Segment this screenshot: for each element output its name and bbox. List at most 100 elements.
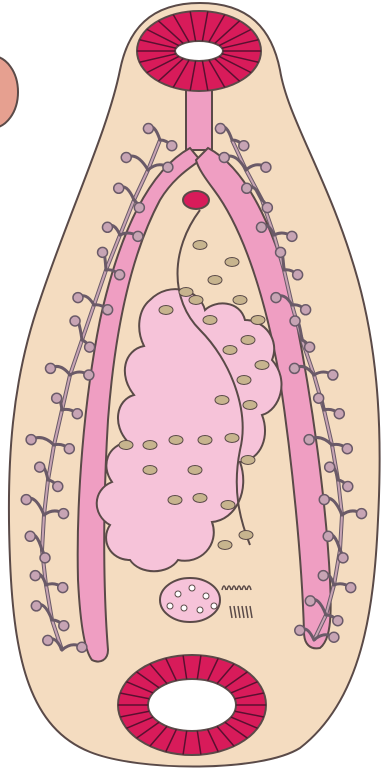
egg [225, 258, 239, 267]
vitelline-follicle [21, 495, 31, 505]
vitelline-follicle [85, 342, 95, 352]
egg [203, 316, 217, 325]
egg [168, 496, 182, 505]
testis-follicle [175, 591, 181, 597]
oral-sucker [137, 11, 261, 91]
egg [189, 296, 203, 305]
vitelline-follicle [163, 162, 173, 172]
vitelline-follicle [219, 152, 229, 162]
vitelline-follicle [52, 393, 62, 403]
vitelline-follicle [343, 481, 353, 491]
egg [143, 466, 157, 475]
vitelline-follicle [261, 162, 271, 172]
egg [143, 441, 157, 450]
egg [239, 531, 253, 540]
vitelline-follicle [318, 571, 328, 581]
egg [221, 501, 235, 510]
egg [241, 456, 255, 465]
egg [233, 296, 247, 305]
egg [215, 396, 229, 405]
vitelline-follicle [26, 435, 36, 445]
vitelline-follicle [121, 152, 131, 162]
vitelline-follicle [342, 444, 352, 454]
egg [179, 288, 193, 297]
vitelline-follicle [346, 583, 356, 593]
egg [251, 316, 265, 325]
vitelline-follicle [304, 435, 314, 445]
vitelline-follicle [98, 247, 108, 257]
vitelline-follicle [43, 635, 53, 645]
vitelline-follicle [58, 583, 68, 593]
vitelline-follicle [59, 621, 69, 631]
egg [198, 436, 212, 445]
vitelline-follicle [293, 270, 303, 280]
egg [225, 434, 239, 443]
vitelline-follicle [287, 231, 297, 241]
vitelline-follicle [31, 601, 41, 611]
egg [241, 336, 255, 345]
testis-follicle [167, 603, 173, 609]
vitelline-follicle [314, 393, 324, 403]
egg [169, 436, 183, 445]
vitelline-follicle [338, 553, 348, 563]
vitelline-follicle [319, 495, 329, 505]
vitelline-follicle [115, 270, 125, 280]
vitelline-follicle [25, 531, 35, 541]
testis-follicle [189, 585, 195, 591]
ventral-sucker [118, 655, 266, 755]
vitelline-follicle [262, 203, 272, 213]
vitelline-follicle [256, 222, 266, 232]
vitelline-follicle [35, 462, 45, 472]
vitelline-follicle [290, 316, 300, 326]
egg [218, 541, 232, 550]
vitelline-follicle [276, 247, 286, 257]
vitelline-follicle [40, 553, 50, 563]
vitelline-follicle [301, 305, 311, 315]
vitelline-follicle [295, 625, 305, 635]
vitelline-follicle [53, 481, 63, 491]
testis-follicle [181, 605, 187, 611]
egg [223, 346, 237, 355]
egg [159, 306, 173, 315]
testis [160, 578, 220, 622]
vitelline-follicle [133, 231, 143, 241]
vitelline-follicle [77, 642, 87, 652]
vitelline-follicle [215, 124, 225, 134]
egg [193, 494, 207, 503]
testis-follicle [211, 603, 217, 609]
vitelline-follicle [64, 444, 74, 454]
vitelline-follicle [73, 293, 83, 303]
vitelline-follicle [334, 409, 344, 419]
vitelline-follicle [242, 183, 252, 193]
vitelline-follicle [357, 509, 367, 519]
vitelline-follicle [59, 509, 69, 519]
vitelline-follicle [271, 293, 281, 303]
egg [119, 441, 133, 450]
vitelline-follicle [328, 370, 338, 380]
vitelline-follicle [323, 531, 333, 541]
vitelline-follicle [329, 632, 339, 642]
vitelline-follicle [103, 305, 113, 315]
vitelline-follicle [333, 616, 343, 626]
vitelline-follicle [167, 141, 177, 151]
neighbor-organism-fragment [0, 56, 18, 128]
egg [237, 376, 251, 385]
egg [188, 466, 202, 475]
vitelline-follicle [143, 124, 153, 134]
vitelline-follicle [72, 409, 82, 419]
egg [208, 276, 222, 285]
pharynx [186, 86, 212, 150]
testis-follicle [203, 593, 209, 599]
egg [193, 241, 207, 250]
vitelline-follicle [70, 316, 80, 326]
vitelline-follicle [305, 596, 315, 606]
egg [243, 401, 257, 410]
vitelline-follicle [84, 370, 94, 380]
vitelline-follicle [102, 222, 112, 232]
vitelline-follicle [114, 183, 124, 193]
vitelline-follicle [325, 462, 335, 472]
vitelline-follicle [30, 571, 40, 581]
vitelline-follicle [239, 141, 249, 151]
